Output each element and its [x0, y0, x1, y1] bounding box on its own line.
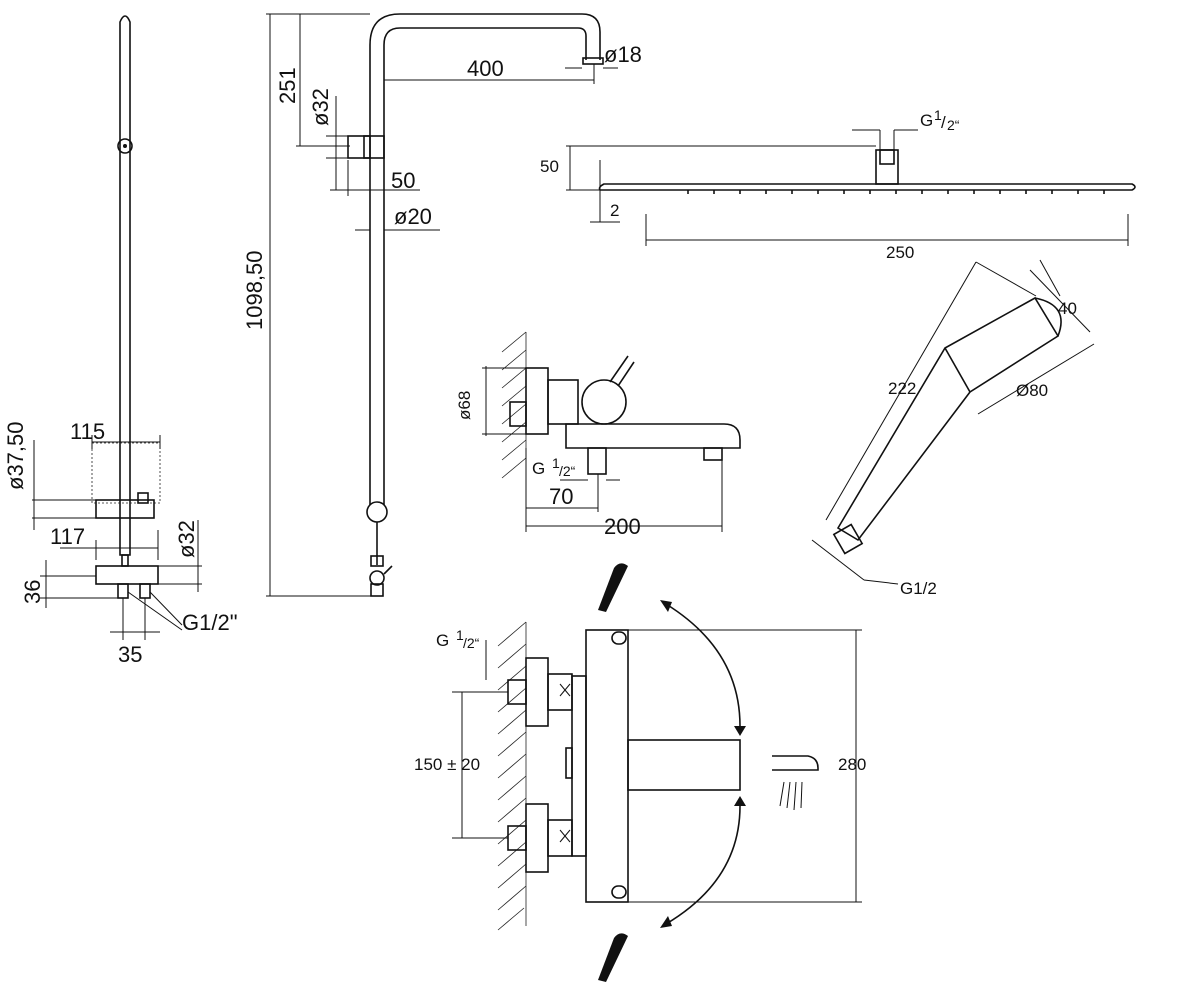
bath-spout-label: 200 — [604, 514, 641, 539]
front-view-column: 1098,50 251 400 ø18 ø32 50 ø20 — [242, 13, 642, 597]
mixer-height-label: 36 — [20, 580, 45, 604]
hand-depth-label: 40 — [1058, 299, 1077, 318]
bath-thread-num: 1 — [552, 455, 560, 471]
wall-thread-num: 1 — [456, 627, 464, 643]
hand-thread-label: G1/2 — [900, 579, 937, 598]
bath-thread-g: G — [532, 459, 545, 478]
head-width-label: 250 — [886, 243, 914, 262]
bath-thread-tail: /2“ — [559, 463, 576, 479]
hand-length-label: 222 — [888, 379, 916, 398]
mixer-body-dia-label: ø68 — [455, 391, 474, 420]
wall-hatch-top — [501, 331, 527, 484]
mixer-dia-label: ø32 — [174, 520, 199, 558]
bracket-dia-label: ø32 — [308, 88, 333, 126]
head-thread-num: 1 — [934, 107, 942, 123]
pipe-dia-label: ø20 — [394, 204, 432, 229]
nozzle-dots — [687, 190, 1105, 194]
column-height-label: 1098,50 — [242, 250, 267, 330]
head-thread-tail: 2“ — [947, 117, 960, 133]
wall-mixer-view: G 1 /2“ 150 ± 20 280 — [414, 563, 866, 982]
bath-offset-label: 70 — [549, 484, 573, 509]
wall-inlet-spacing-label: 150 ± 20 — [414, 755, 480, 774]
wall-thread-tail: /2“ — [463, 635, 480, 651]
arm-length-label: 400 — [467, 56, 504, 81]
head-thread-g: G — [920, 111, 933, 130]
mixer-thread-label: G1/2" — [182, 610, 238, 635]
hand-dia-label: Ø80 — [1016, 381, 1048, 400]
inlet-spacing-label: 35 — [118, 642, 142, 667]
bath-mixer-view: ø68 G 1 /2“ 70 200 — [455, 331, 741, 539]
wall-height-label: 280 — [838, 755, 866, 774]
head-thread-slash: / — [941, 113, 946, 132]
hand-shower-view: 222 40 Ø80 G1/2 — [811, 259, 1095, 598]
side-view-column: 115 ø37,50 117 ø32 36 35 G1/2" — [3, 15, 238, 667]
wall-thread-g: G — [436, 631, 449, 650]
arm-drop-label: 251 — [275, 67, 300, 104]
holder-dia-label: ø37,50 — [3, 422, 28, 491]
head-plate-label: 2 — [610, 201, 619, 220]
wall-hatch-bottom — [497, 621, 527, 931]
holder-width-label: 115 — [70, 419, 105, 444]
mixer-width-label: 117 — [50, 524, 85, 549]
head-shower-view: 50 2 250 G 1 / 2“ — [540, 107, 1136, 262]
outlet-dia-label: ø18 — [604, 42, 642, 67]
head-height-label: 50 — [540, 157, 559, 176]
bracket-depth-label: 50 — [391, 168, 415, 193]
